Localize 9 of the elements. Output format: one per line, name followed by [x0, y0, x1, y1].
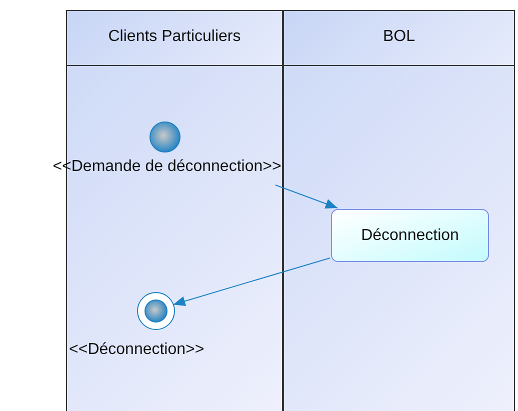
- action-label: Déconnection: [361, 226, 459, 244]
- end-node: [137, 292, 175, 330]
- action-box: [331, 209, 489, 262]
- swimlane: [283, 10, 515, 411]
- lane-title: BOL: [382, 28, 416, 46]
- arrow: [172, 257, 330, 306]
- node-caption: <<Déconnection>>: [69, 341, 204, 359]
- lane-title: Clients Particuliers: [107, 28, 242, 46]
- arrow: [274, 184, 338, 209]
